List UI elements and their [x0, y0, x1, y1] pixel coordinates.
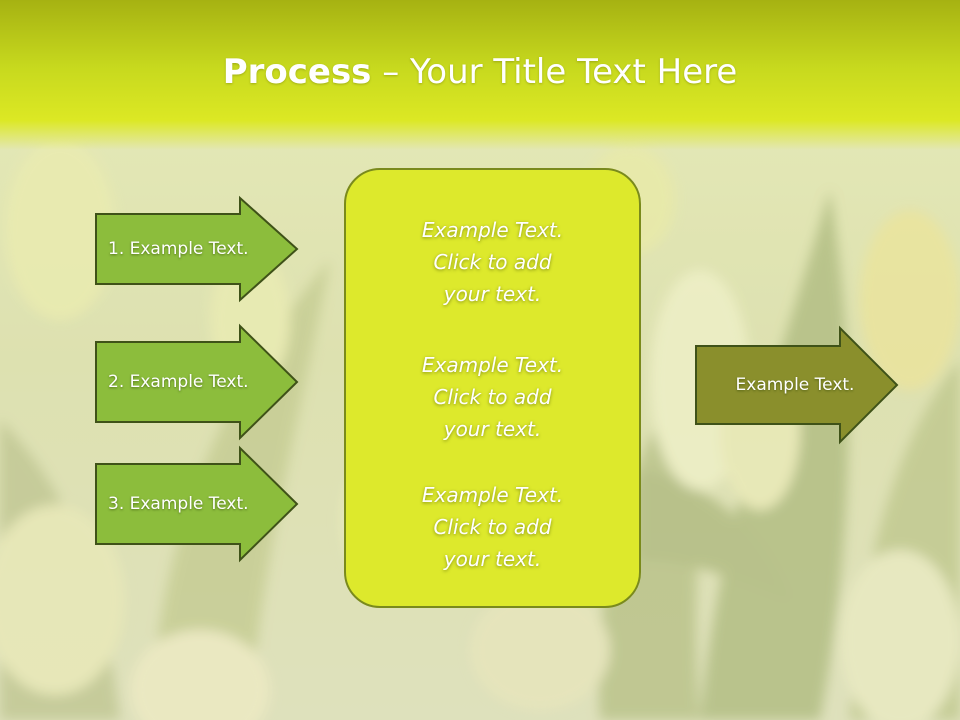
- right-arrow-shape-icon: [95, 323, 299, 441]
- center-paragraph-line: Example Text.: [421, 218, 564, 242]
- title-rest-text: – Your Title Text Here: [371, 52, 738, 92]
- center-paragraph-line: Example Text.: [421, 353, 564, 377]
- right-arrow-shape-icon: [95, 445, 299, 563]
- center-text-box[interactable]: Example Text. Click to add your text. Ex…: [344, 168, 641, 608]
- process-step-label-2: 2. Example Text.: [108, 372, 249, 392]
- right-arrow-shape-icon: [695, 325, 899, 445]
- process-step-arrow-3[interactable]: 3. Example Text.: [95, 445, 299, 563]
- process-step-label-1: 1. Example Text.: [108, 239, 249, 259]
- center-paragraph-line: your text.: [443, 282, 542, 306]
- title-bold-text: Process: [222, 52, 372, 92]
- center-paragraph-1: Example Text. Click to add your text.: [346, 214, 639, 310]
- center-paragraph-line: Click to add: [433, 385, 552, 409]
- output-arrow[interactable]: Example Text.: [695, 325, 899, 445]
- center-paragraph-line: Example Text.: [421, 483, 564, 507]
- process-step-label-3: 3. Example Text.: [108, 494, 249, 514]
- process-step-arrow-2[interactable]: 2. Example Text.: [95, 323, 299, 441]
- title-bar: [0, 0, 960, 150]
- slide-title[interactable]: Process – Your Title Text Here: [0, 52, 960, 92]
- right-arrow-shape-icon: [95, 195, 299, 303]
- output-arrow-label: Example Text.: [735, 375, 855, 395]
- center-paragraph-line: Click to add: [433, 515, 552, 539]
- center-paragraph-line: your text.: [443, 417, 542, 441]
- center-paragraph-3: Example Text. Click to add your text.: [346, 479, 639, 575]
- center-paragraph-2: Example Text. Click to add your text.: [346, 349, 639, 445]
- process-step-arrow-1[interactable]: 1. Example Text.: [95, 195, 299, 303]
- center-paragraph-line: your text.: [443, 547, 542, 571]
- center-paragraph-line: Click to add: [433, 250, 552, 274]
